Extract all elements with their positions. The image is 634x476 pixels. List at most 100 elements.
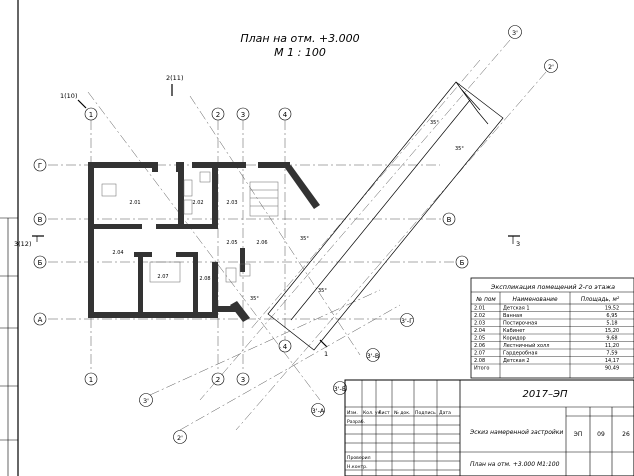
section-3-12: 3(12) — [14, 240, 31, 248]
explication-title: Экспликация помещений 2-го этажа — [490, 283, 615, 291]
col-header-num: № пом — [475, 297, 496, 303]
col-header-name: Наименование — [512, 297, 557, 303]
row-area: 14,17 — [605, 358, 619, 364]
wing-walls — [230, 165, 320, 322]
diag-col-2p-bottom: 2' — [177, 434, 183, 442]
row-area: 6,95 — [606, 313, 617, 319]
room-labels: 2.01 2.02 2.03 2.04 2.05 2.06 2.07 2.08 — [112, 200, 267, 282]
total-value: 90,49 — [605, 366, 619, 372]
stamp-sheets: 26 — [622, 431, 630, 438]
row-area: 19,52 — [605, 306, 619, 312]
section-marks: 1(10) 2(11) 3(12) 3 1 — [14, 74, 520, 358]
stamp-role-norm: Н.контр. — [347, 464, 368, 470]
col-header-area: Площадь, м² — [581, 296, 620, 303]
axis-B-right: Б — [460, 259, 465, 267]
row-area: 5,18 — [606, 321, 617, 327]
row-name: Постирочная — [503, 321, 537, 327]
row-num: 2.01 — [474, 306, 485, 312]
row-name: Коридор — [503, 336, 526, 342]
stamp-col-date: Дата — [439, 410, 451, 416]
row-name: Ванная — [503, 313, 522, 319]
axis-marks-top: 1 2 3 4 — [84, 107, 292, 121]
section-1: 1 — [324, 350, 328, 358]
row-name: Гардеробная — [503, 351, 537, 357]
row-num: 2.05 — [474, 336, 485, 342]
section-1-10: 1(10) — [60, 92, 77, 100]
axis-B-left: Б — [38, 259, 43, 267]
row-num: 2.06 — [474, 343, 485, 349]
axis-2-bottom: 2 — [216, 376, 220, 384]
row-name: Детская 1 — [503, 306, 530, 312]
section-2-11: 2(11) — [166, 74, 183, 82]
stamp-sheet: 09 — [597, 431, 605, 438]
stamp-stage: ЭП — [574, 431, 583, 438]
row-name: Детская 2 — [503, 358, 530, 364]
explication-rows: 2.01 Детская 1 19,52 2.02 Ванная 6,95 2.03 Пост… — [471, 306, 634, 372]
angle-4: 35° — [250, 296, 259, 302]
row-num: 2.04 — [474, 328, 485, 334]
axis-marks-left: Г В Б А — [33, 158, 47, 326]
interior-fixtures — [101, 171, 279, 283]
sheet-frame — [0, 0, 19, 476]
diag-col-3p-top: 3' — [512, 29, 518, 37]
row-area: 9,68 — [606, 336, 617, 342]
angle-5: 35° — [318, 288, 327, 294]
diag-col-2p-top: 2' — [548, 63, 554, 71]
stamp-col-sign: Подпись — [415, 410, 436, 416]
angle-2: 35° — [455, 146, 464, 152]
axis-A-left: А — [38, 316, 43, 324]
axis-1-bottom: 1 — [89, 376, 93, 384]
axis-V-left: В — [38, 216, 43, 224]
diag-col-3p-bottom: 3' — [143, 397, 149, 405]
drawing-title: План на отм. +3.000 — [240, 32, 359, 45]
axis-marks-right: В Б — [442, 212, 469, 269]
axis-marks-bottom: 1 2 3 4 — [84, 339, 292, 386]
axis-3-top: 3 — [241, 111, 245, 119]
row-num: 2.02 — [474, 313, 485, 319]
room-2-07: 2.07 — [157, 274, 168, 280]
axis-2-top: 2 — [216, 111, 220, 119]
room-2-02: 2.02 — [192, 200, 203, 206]
building-walls — [88, 162, 290, 318]
diagonal-axes — [87, 39, 547, 431]
diag-row-G: 3'-Г — [401, 317, 413, 325]
stamp-sheet-name: План на отм. +3.000 М1:100 — [470, 461, 560, 468]
vertical-axes — [90, 120, 286, 372]
row-num: 2.03 — [474, 321, 485, 327]
row-area: 15,20 — [605, 328, 619, 334]
title-block-text: 2017–ЭП Изм. Кол. уч. Лист № док. Подпис… — [347, 389, 630, 470]
axis-4-bottom: 4 — [283, 343, 288, 351]
diagonal-marks: 3' 2' 3' 2' 3'-Г 3'-В 3'-Б 3'-А — [139, 25, 558, 444]
stamp-col-izm: Изм. — [347, 410, 358, 416]
room-2-05: 2.05 — [226, 240, 237, 246]
title-block — [344, 379, 634, 476]
diag-row-A: 3'-А — [312, 407, 325, 415]
explication-table: Экспликация помещений 2-го этажа № пом Н… — [470, 277, 634, 379]
row-name: Кабинет — [503, 328, 525, 334]
room-2-01: 2.01 — [129, 200, 140, 206]
row-area: 11,20 — [605, 343, 619, 349]
axis-3-bottom: 3 — [241, 376, 245, 384]
section-3: 3 — [516, 240, 520, 248]
room-2-03: 2.03 — [226, 200, 237, 206]
axis-1-top: 1 — [89, 111, 93, 119]
total-label: Итого — [474, 366, 489, 372]
row-num: 2.08 — [474, 358, 485, 364]
drawing-scale: М 1 : 100 — [274, 46, 326, 59]
room-2-06: 2.06 — [256, 240, 267, 246]
stamp-col-doc: № док. — [394, 410, 410, 416]
diagonal-wing — [267, 81, 504, 351]
stamp-role-check: Проверил — [347, 455, 371, 461]
room-2-04: 2.04 — [112, 250, 123, 256]
diag-row-V: 3'-В — [367, 352, 380, 360]
row-area: 7,59 — [606, 351, 617, 357]
stamp-col-kol: Кол. уч. — [363, 410, 382, 416]
diag-row-B: 3'-Б — [334, 385, 347, 393]
stamp-col-list: Лист — [378, 410, 390, 416]
stamp-role-dev: Разраб. — [347, 419, 365, 425]
axis-G-left: Г — [38, 162, 42, 170]
axis-4-top: 4 — [283, 111, 288, 119]
row-name: Лестничный холл — [503, 342, 549, 349]
room-2-08: 2.08 — [199, 276, 210, 282]
